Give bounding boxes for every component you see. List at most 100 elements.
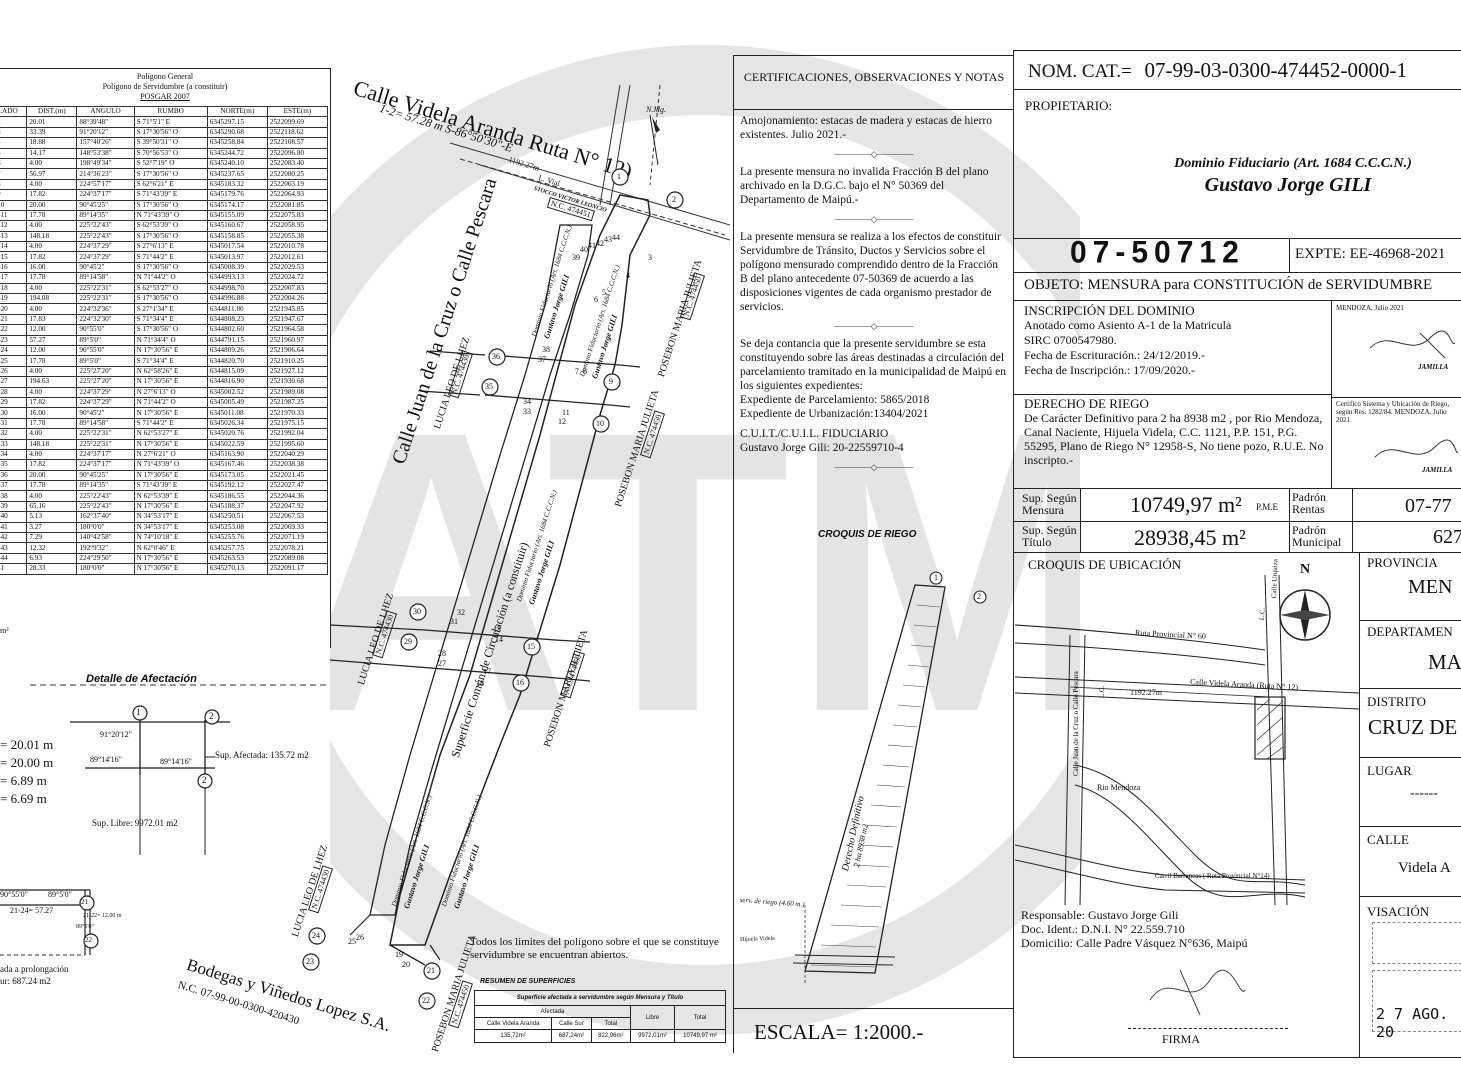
calle-urquiza: Calle Urquiza — [1270, 558, 1280, 599]
poly-cell: 24-25 — [0, 355, 28, 367]
plan-no-top — [1013, 238, 1461, 239]
poly-cell: 225°22'31" — [76, 282, 135, 295]
pt-11: 11 — [562, 408, 570, 417]
poly-cell: 33-34 — [0, 448, 28, 461]
poly-header: NORTE(m) — [206, 105, 268, 118]
pt-4: 4 — [626, 271, 630, 280]
distrito-label: DISTRITO — [1367, 694, 1426, 709]
poly-cell: S 62°53'27" O — [133, 282, 208, 295]
cert-servidumbre: La presente mensura se realiza a los efe… — [740, 231, 1001, 313]
poly-cell: 13-14 — [0, 241, 28, 253]
node-2b — [197, 773, 213, 789]
poly-cell: 6345253.08 — [206, 521, 268, 534]
poly-cell: 28.33 — [26, 563, 78, 575]
v-sur: 687,24m² — [551, 1029, 592, 1043]
depto-sep — [1359, 688, 1461, 689]
poly-cell: 148.18 — [26, 438, 78, 450]
departamento-label: DEPARTAMEN — [1367, 624, 1453, 639]
croquis-riego-title: CROQUIS DE RIEGO — [818, 529, 917, 540]
pme: P.M.E — [1256, 502, 1279, 512]
poly-cell: 43-44 — [0, 552, 28, 565]
poly-cell: 2522078.21 — [266, 542, 329, 554]
poly-cell: 6-7 — [0, 168, 28, 180]
poly-cell: 3-4 — [0, 137, 28, 149]
sup-afectada: Sup. Afectada: 135.72 m2 — [215, 750, 309, 760]
sup-bottom: ur: 687.24 m2 — [0, 976, 51, 986]
poly-cell: 17.78 — [26, 480, 78, 492]
pt-14: 14 — [495, 635, 503, 644]
poly-cell: 2521947.67 — [266, 313, 329, 326]
poly-cell: 2521906.64 — [266, 344, 329, 357]
poly-cell: 17.82 — [26, 459, 78, 471]
poly-cell: S 70°56'53" O — [133, 147, 208, 159]
poly-cell: 11-12 — [0, 220, 28, 232]
insc-line-4: Fecha de Inscripción.: 17/09/2020.- — [1024, 363, 1195, 377]
poly-cell: 6344820.70 — [206, 355, 268, 367]
poly-cell: 31-32 — [0, 428, 28, 440]
poly-cell: N 34°53'17" E — [133, 521, 208, 534]
poly-cell: N 62°58'26" E — [133, 365, 208, 378]
poly-cell: 2522027.47 — [266, 480, 329, 492]
poly-header: LADO — [0, 105, 28, 118]
poly-cell: 2521970.33 — [266, 407, 329, 419]
cert-left-border — [733, 55, 734, 1053]
lc-map-1: L.C. — [1258, 607, 1267, 621]
poly-cell: 89°14'35" — [76, 209, 135, 222]
pt-41: 41 — [588, 241, 596, 250]
c-total: Total — [590, 1017, 632, 1030]
plan-drawing — [330, 84, 730, 966]
poly-cell: S 71°43'39" E — [133, 480, 208, 492]
poly-cell: 148.18 — [26, 230, 78, 243]
stamp-date: 2 7 AGO. 20 — [1376, 1005, 1449, 1041]
domicilio: Domicilio: Calle Padre Vásquez N°636, Ma… — [1021, 936, 1248, 950]
poly-cell: 2522007.83 — [266, 282, 329, 295]
poly-cell: 225°27'20" — [76, 365, 135, 378]
poly-cell: 198°49'34" — [76, 157, 135, 170]
poly-cell: S 27°1'34" E — [133, 303, 208, 315]
poly-cell: 2522091.17 — [266, 563, 329, 575]
mendoza-fecha: MENDOZA, Julio 2021 — [1336, 304, 1404, 312]
poly-cell: 8-9 — [0, 189, 28, 201]
poly-cell: 180°0'0" — [76, 563, 135, 575]
poly-cell: 6344996.88 — [206, 293, 268, 305]
signature-2 — [1374, 439, 1459, 458]
cert-sep — [1331, 397, 1461, 398]
insc-line-2: SIRC 0700547980. — [1024, 333, 1117, 347]
poly-cell: 2522047.92 — [266, 500, 329, 513]
prolongacion: ada a prolongación — [0, 964, 69, 974]
pt-19: 19 — [395, 950, 403, 959]
bottom-dist-2: 21-22= 12.00 m — [83, 913, 122, 919]
polygon-title: Polígono General — [136, 72, 194, 81]
poly-cell: 2522055.38 — [266, 230, 329, 243]
poly-cell: 16.00 — [26, 261, 78, 274]
poly-cell: 225°22'31" — [76, 428, 135, 440]
firma-signature — [1149, 969, 1246, 1016]
poly-cell: 140°42'58" — [76, 531, 135, 544]
poly-cell: S 71°34'4" E — [133, 355, 208, 367]
pt-44: 44 — [612, 233, 620, 242]
node-1 — [132, 705, 148, 721]
poly-cell: S 39°50'31" O — [133, 137, 208, 149]
poly-cell: N 17°30'56" E — [133, 376, 208, 388]
poly-cell: N 71°44'2" O — [133, 272, 208, 284]
poly-cell: S 17°30'56" O — [133, 230, 208, 243]
croquis-ubicacion-title: CROQUIS DE UBICACIÓN — [1028, 557, 1182, 572]
poly-cell: 4.00 — [26, 386, 78, 398]
poly-cell: 15-16 — [0, 261, 28, 274]
croquis-ubicacion-map — [1015, 575, 1359, 905]
poly-cell: 2522012.61 — [266, 251, 329, 263]
lugar-sep — [1359, 826, 1461, 827]
v-grand-total: 10749,97 m² — [674, 1029, 726, 1043]
poly-cell: 89°5'0" — [76, 334, 135, 347]
objeto: OBJETO: MENSURA para CONSTITUCIÓN de SER… — [1024, 277, 1432, 294]
